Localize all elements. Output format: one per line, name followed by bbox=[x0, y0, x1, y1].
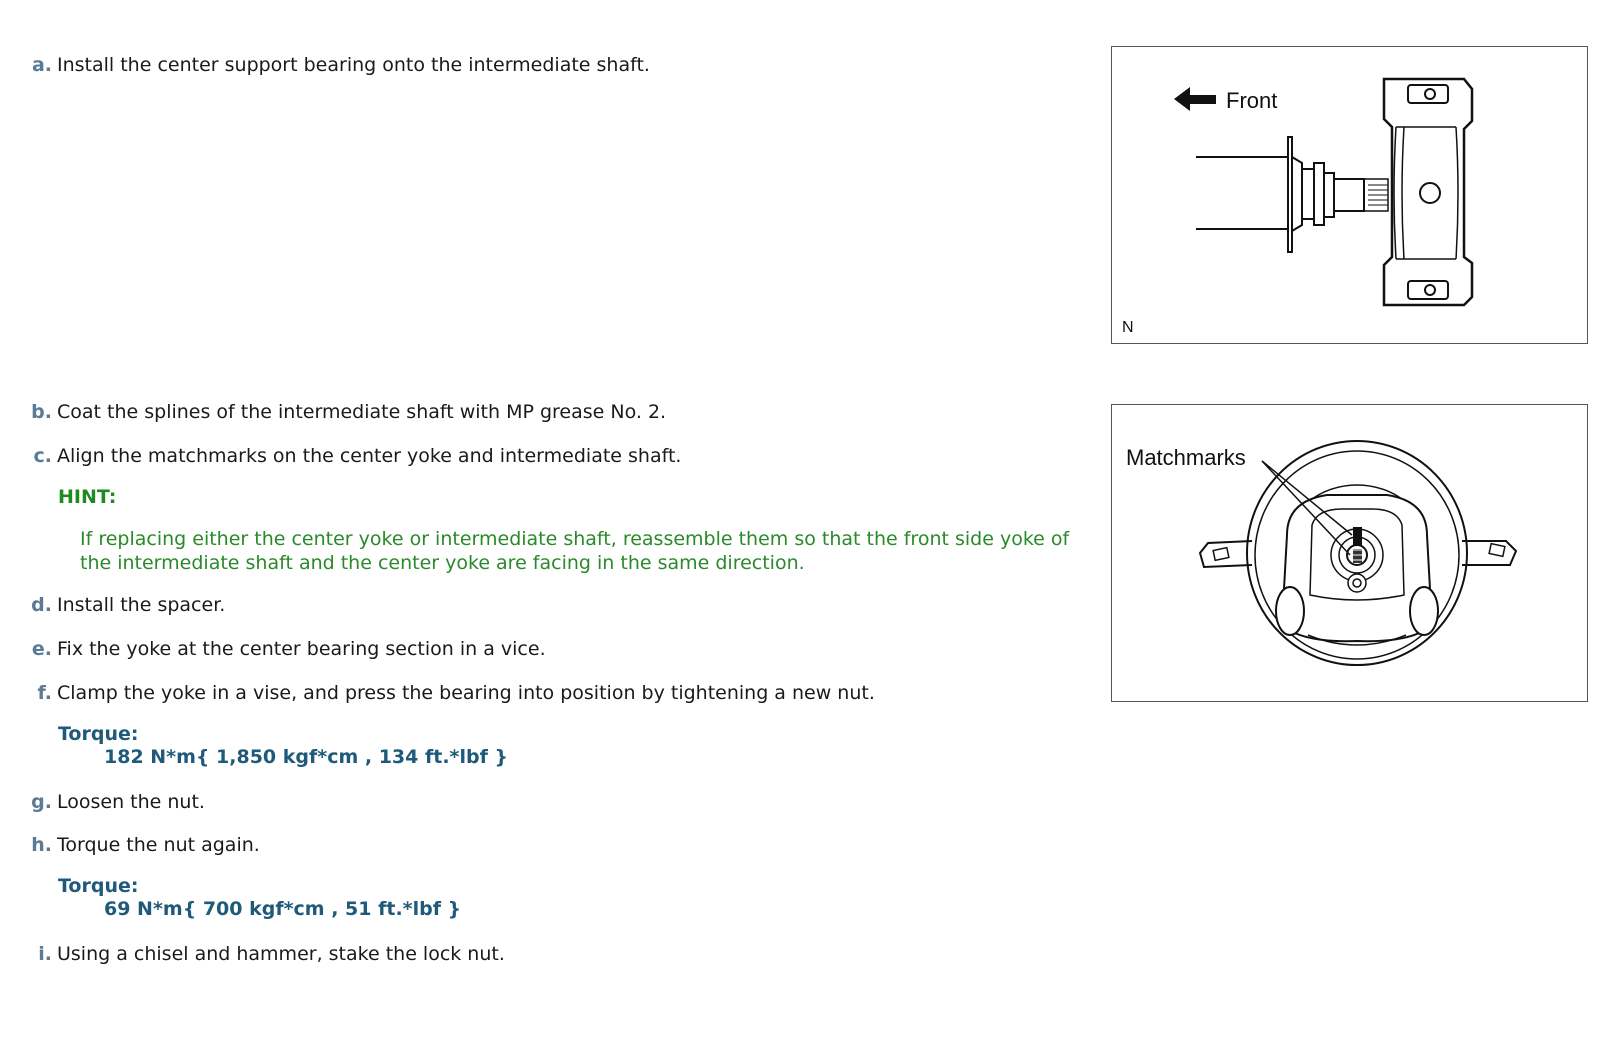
step-i: i.Using a chisel and hammer, stake the l… bbox=[30, 942, 505, 966]
step-text: Align the matchmarks on the center yoke … bbox=[57, 445, 682, 467]
step-text: Install the spacer. bbox=[57, 594, 226, 616]
torque-value: 182 N*m{ 1,850 kgf*cm , 134 ft.*lbf } bbox=[104, 746, 509, 768]
step-f: f.Clamp the yoke in a vise, and press th… bbox=[30, 681, 875, 705]
step-c: c.Align the matchmarks on the center yok… bbox=[30, 444, 682, 468]
step-g: g.Loosen the nut. bbox=[30, 790, 205, 814]
step-b: b.Coat the splines of the intermediate s… bbox=[30, 400, 666, 424]
step-letter: d. bbox=[31, 594, 52, 616]
hint-text: If replacing either the center yoke or i… bbox=[80, 528, 1070, 574]
step-letter: g. bbox=[31, 791, 52, 813]
step-e: e.Fix the yoke at the center bearing sec… bbox=[30, 637, 546, 661]
step-d: d.Install the spacer. bbox=[30, 593, 225, 617]
step-letter: h. bbox=[31, 834, 52, 856]
step-letter: c. bbox=[33, 445, 52, 467]
step-letter: b. bbox=[31, 401, 52, 423]
torque-label: Torque: bbox=[58, 875, 139, 897]
hint-label: HINT: bbox=[58, 486, 117, 508]
torque-value: 69 N*m{ 700 kgf*cm , 51 ft.*lbf } bbox=[104, 898, 462, 920]
step-letter: a. bbox=[31, 54, 52, 76]
step-letter: e. bbox=[31, 638, 52, 660]
step-h: h.Torque the nut again. bbox=[30, 833, 260, 857]
figure-corner-label: N bbox=[1122, 319, 1134, 336]
figure-center-bearing-shaft: Front N bbox=[1111, 46, 1588, 344]
step-text: Clamp the yoke in a vise, and press the … bbox=[57, 682, 875, 704]
shaft-bearing-diagram: Front N bbox=[1122, 77, 1474, 336]
step-text: Torque the nut again. bbox=[57, 834, 260, 856]
step-letter: i. bbox=[38, 943, 52, 965]
step-text: Using a chisel and hammer, stake the loc… bbox=[57, 943, 505, 965]
front-label: Front bbox=[1226, 88, 1277, 113]
front-arrow-icon bbox=[1174, 87, 1216, 111]
matchmarks-diagram: Matchmarks bbox=[1126, 440, 1518, 666]
matchmarks-label: Matchmarks bbox=[1126, 445, 1246, 470]
step-text: Install the center support bearing onto … bbox=[57, 54, 650, 76]
step-text: Loosen the nut. bbox=[57, 791, 205, 813]
torque-label: Torque: bbox=[58, 723, 139, 745]
figure-matchmarks: Matchmarks bbox=[1111, 404, 1588, 702]
step-a: a.Install the center support bearing ont… bbox=[30, 53, 650, 77]
step-text: Coat the splines of the intermediate sha… bbox=[57, 401, 667, 423]
step-text: Fix the yoke at the center bearing secti… bbox=[57, 638, 546, 660]
step-letter: f. bbox=[37, 682, 52, 704]
